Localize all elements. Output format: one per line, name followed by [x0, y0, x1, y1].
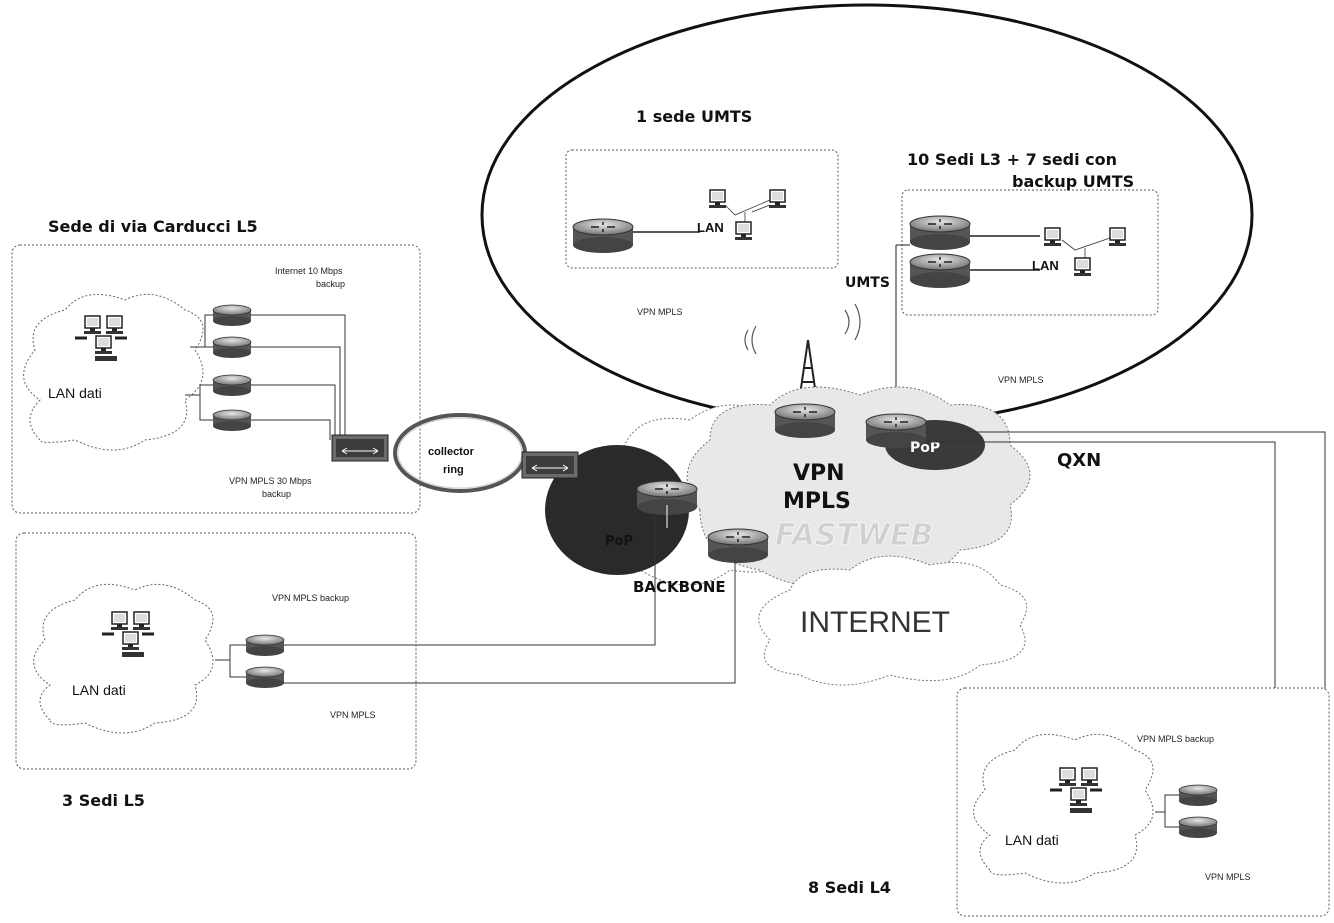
- sede-umts-title: 1 sede UMTS: [636, 107, 752, 126]
- router-icon: [245, 666, 285, 689]
- internet-label: INTERNET: [800, 606, 950, 639]
- fastweb-watermark: FASTWEB: [775, 518, 933, 553]
- pop-label-backbone: PoP: [605, 534, 633, 549]
- vpn-label: VPN: [793, 461, 845, 486]
- router-icon: [212, 304, 252, 327]
- lan-label: LAN: [1032, 258, 1059, 273]
- umts-site-box: [565, 149, 839, 269]
- ring-label: ring: [443, 464, 464, 476]
- pc-icon: [734, 221, 753, 241]
- umts-vpn-mpls-label: VPN MPLS: [637, 307, 683, 317]
- pc-icon: [1108, 227, 1127, 247]
- umts-label: UMTS: [845, 275, 890, 291]
- router-icon: [212, 409, 252, 432]
- pc-icon: [768, 189, 787, 209]
- l4-vpn-mpls-label: VPN MPLS: [1205, 872, 1251, 882]
- l4-vpn-backup-label: VPN MPLS backup: [1137, 734, 1214, 744]
- antenna-icon: [744, 303, 861, 396]
- internet-10-line2: backup: [316, 279, 345, 289]
- collector-label: collector: [428, 446, 475, 458]
- router-icon: [909, 253, 971, 289]
- pc-icon: [1043, 227, 1062, 247]
- vpn-30-line1: VPN MPLS 30 Mbps: [229, 476, 312, 486]
- sedi-l3-title-line1: 10 Sedi L3 + 7 sedi con: [907, 150, 1117, 169]
- router-icon: [1178, 816, 1218, 839]
- l5-vpn-backup-label: VPN MPLS backup: [272, 593, 349, 603]
- vpn-30-line2: backup: [262, 489, 291, 499]
- backbone-label: BACKBONE: [633, 578, 726, 596]
- backbone-disc: [545, 445, 689, 575]
- carducci-lan-cloud: [23, 293, 204, 451]
- tre-sedi-title: 3 Sedi L5: [62, 791, 145, 810]
- router-icon: [212, 336, 252, 359]
- router-icon: [245, 634, 285, 657]
- l5-vpn-mpls-label: VPN MPLS: [330, 710, 376, 720]
- sedi-l3-title-line2: backup UMTS: [1012, 172, 1134, 191]
- pc-icon: [1073, 257, 1092, 277]
- carducci-title: Sede di via Carducci L5: [48, 217, 258, 236]
- internet-router-icon: [707, 528, 769, 564]
- otto-sedi-title: 8 Sedi L4: [808, 878, 891, 897]
- lan-label: LAN: [697, 220, 724, 235]
- adm-icon: [521, 451, 579, 479]
- internet-cloud: [758, 555, 1028, 686]
- pop-label: PoP: [910, 440, 940, 456]
- mpls-label: MPLS: [783, 489, 851, 514]
- router-icon: [909, 215, 971, 251]
- router-icon: [1178, 784, 1218, 807]
- router-icon: [572, 218, 634, 254]
- internet-10-line1: Internet 10 Mbps: [275, 266, 343, 276]
- carducci-lan-label: LAN dati: [48, 385, 102, 401]
- pc-icon: [708, 189, 727, 209]
- l4-lan-label: LAN dati: [1005, 832, 1059, 848]
- l5-lan-cloud: [33, 583, 214, 734]
- l3-vpn-mpls-label: VPN MPLS: [998, 375, 1044, 385]
- l3-sites-box: [901, 189, 1159, 316]
- l4-lan-cloud: [973, 733, 1154, 884]
- vpn-router-icon: [774, 403, 836, 439]
- l5-lan-label: LAN dati: [72, 682, 126, 698]
- qxn-label: QXN: [1057, 450, 1101, 471]
- adm-icon: [331, 434, 389, 462]
- router-icon: [212, 374, 252, 397]
